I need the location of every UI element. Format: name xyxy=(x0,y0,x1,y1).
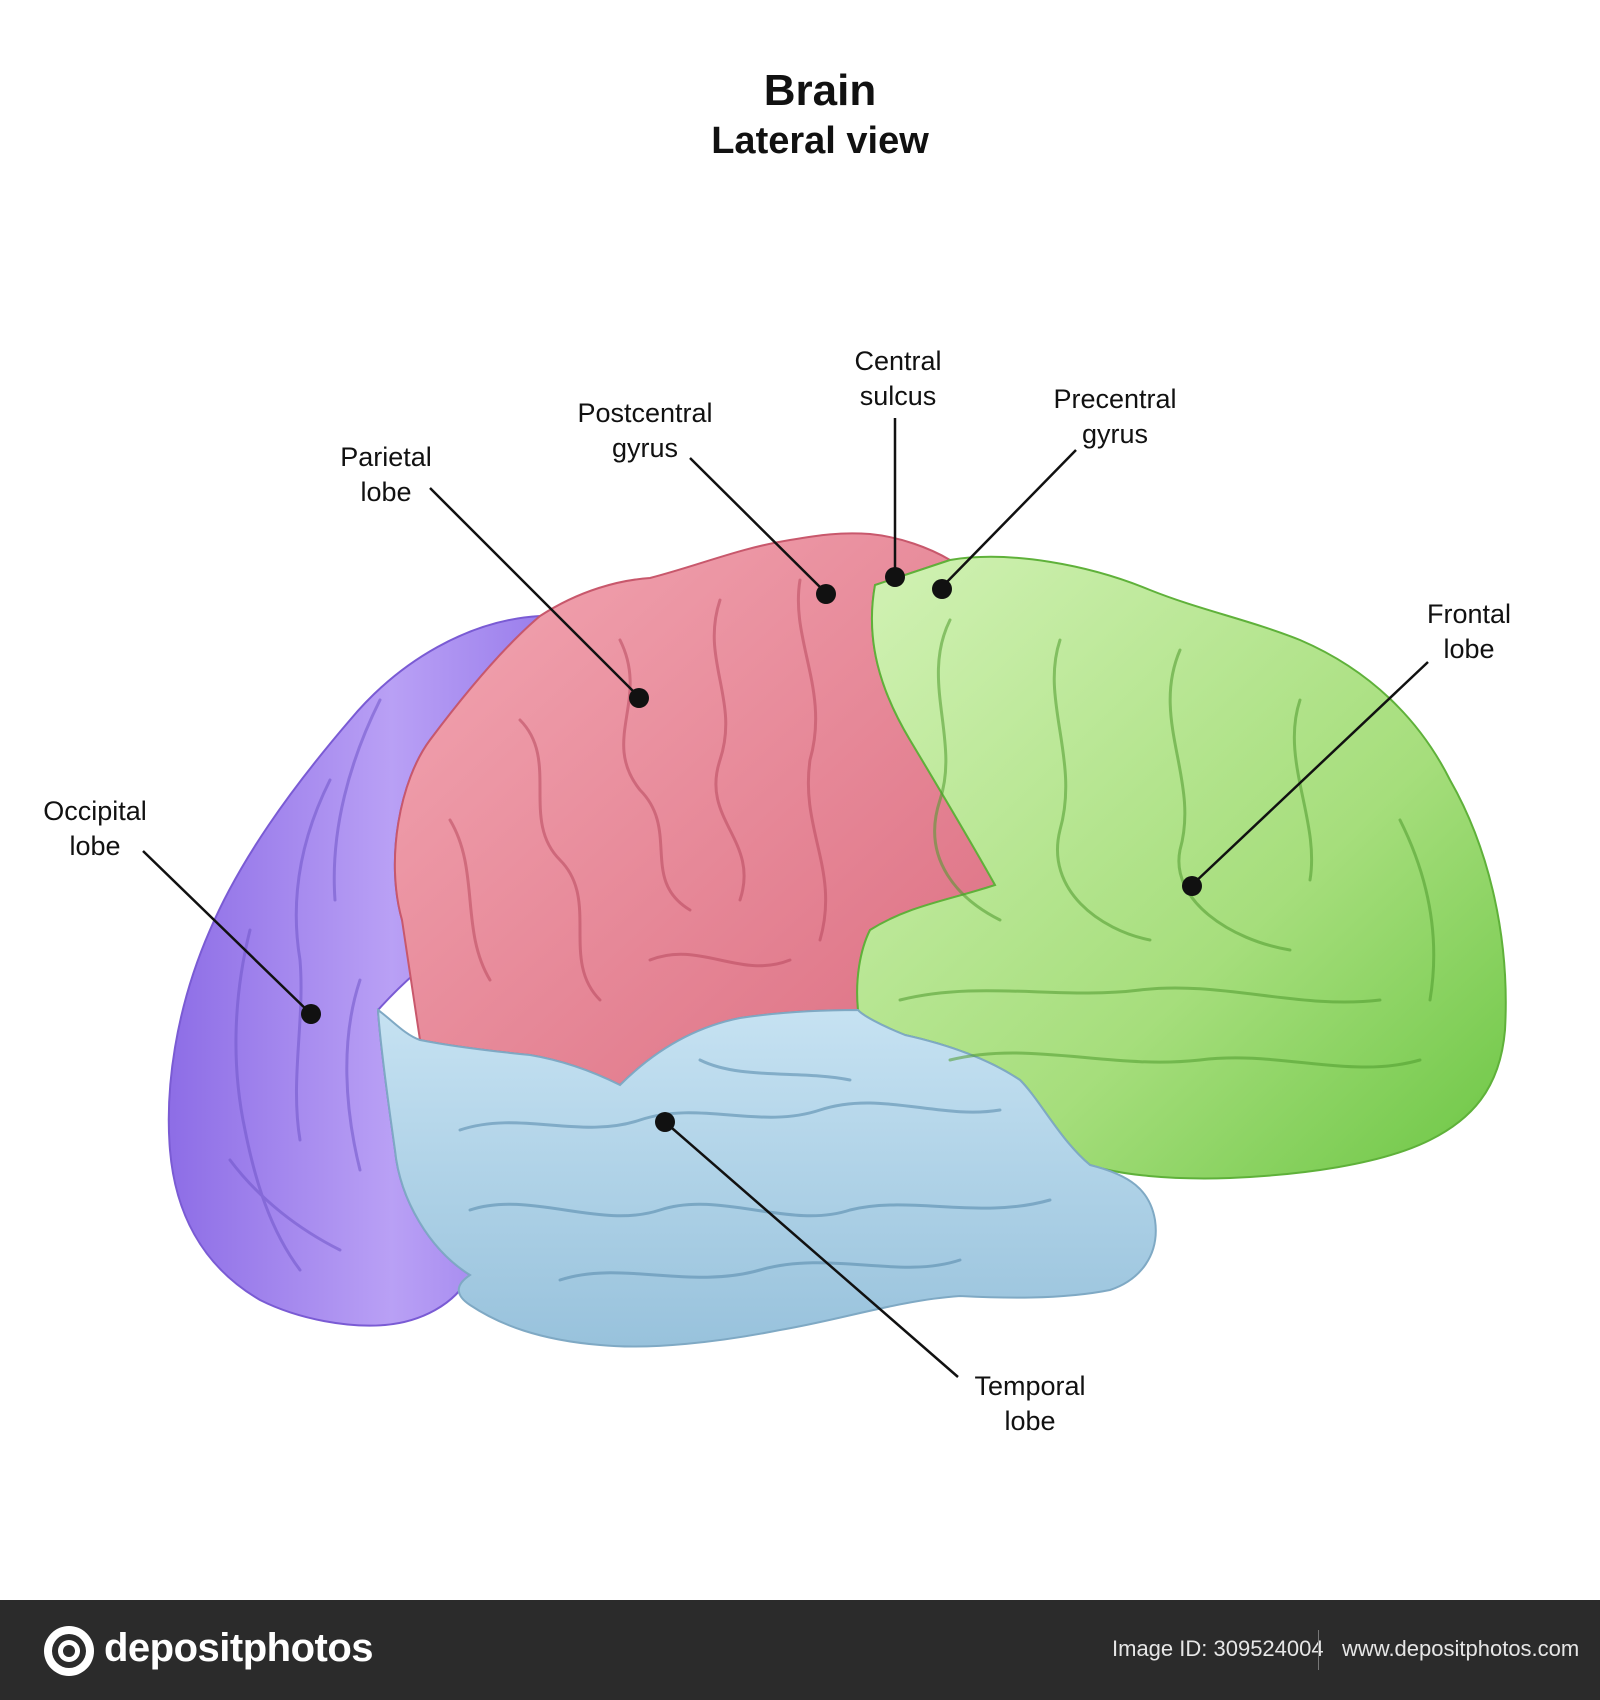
temporal-lobe-region xyxy=(376,1007,1157,1348)
dot-frontal-lobe xyxy=(1182,876,1202,896)
label-temporal-lobe-line2: lobe xyxy=(1004,1406,1056,1436)
leader-line-parietal-lobe xyxy=(429,487,640,698)
leader-lines xyxy=(142,418,1429,1378)
label-postcentral-gyrus-line2: gyrus xyxy=(611,433,679,463)
label-precentral-gyrus-line1: Precentral xyxy=(1053,384,1177,414)
diagram-title: Brain xyxy=(763,66,877,115)
label-parietal-lobe: Parietal lobe xyxy=(321,440,451,510)
label-postcentral-gyrus-line1: Postcentral xyxy=(577,398,713,428)
dot-central-sulcus xyxy=(885,567,905,587)
gyri-texture xyxy=(228,578,1436,1282)
footer-image-id: Image ID: 309524004 xyxy=(1112,1636,1324,1661)
leader-line-occipital-lobe xyxy=(142,850,312,1015)
label-frontal-lobe: Frontal lobe xyxy=(1404,597,1534,667)
label-central-sulcus: Central sulcus xyxy=(838,344,958,414)
label-postcentral-gyrus: Postcentral gyrus xyxy=(560,396,730,466)
label-temporal-lobe-line1: Temporal xyxy=(974,1371,1086,1401)
label-occipital-lobe: Occipital lobe xyxy=(30,794,160,864)
label-occipital-lobe-line1: Occipital xyxy=(43,796,147,826)
dot-postcentral-gyrus xyxy=(816,584,836,604)
label-precentral-gyrus-line2: gyrus xyxy=(1081,419,1149,449)
label-occipital-lobe-line2: lobe xyxy=(69,831,121,861)
dot-occipital-lobe xyxy=(301,1004,321,1024)
footer-bar: depositphotos Image ID: 309524004 www.de… xyxy=(0,1600,1600,1700)
frontal-lobe-region xyxy=(856,555,1507,1180)
label-frontal-lobe-line1: Frontal xyxy=(1426,599,1512,629)
label-temporal-lobe: Temporal lobe xyxy=(955,1369,1105,1439)
marker-dots xyxy=(301,567,1202,1132)
dot-temporal-lobe xyxy=(655,1112,675,1132)
leader-line-postcentral-gyrus xyxy=(689,457,827,594)
leader-line-precentral-gyrus xyxy=(941,449,1077,588)
diagram-subtitle: Lateral view xyxy=(711,120,929,162)
leader-line-frontal-lobe xyxy=(1191,661,1429,886)
footer-brand: depositphotos xyxy=(104,1626,374,1670)
dot-precentral-gyrus xyxy=(932,579,952,599)
camera-lens-icon xyxy=(44,1626,94,1676)
footer-divider xyxy=(1318,1630,1319,1670)
brain-diagram xyxy=(142,418,1507,1378)
label-parietal-lobe-line1: Parietal xyxy=(340,442,432,472)
footer-website-link[interactable]: www.depositphotos.com xyxy=(1342,1636,1580,1661)
leader-line-temporal-lobe xyxy=(664,1121,959,1378)
label-precentral-gyrus: Precentral gyrus xyxy=(1030,382,1200,452)
label-central-sulcus-line2: sulcus xyxy=(859,381,937,411)
label-central-sulcus-line1: Central xyxy=(854,346,942,376)
dot-parietal-lobe xyxy=(629,688,649,708)
label-parietal-lobe-line2: lobe xyxy=(360,477,412,507)
label-frontal-lobe-line2: lobe xyxy=(1443,634,1495,664)
